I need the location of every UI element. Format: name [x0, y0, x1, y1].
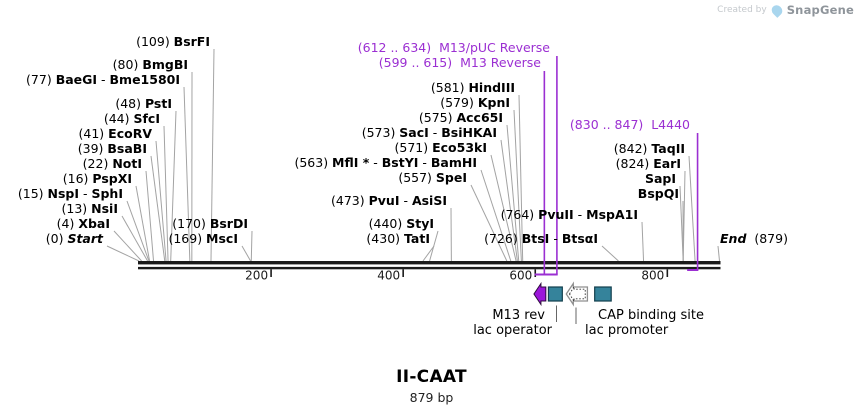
- feature-label-lac-operator[interactable]: lac operator: [473, 323, 552, 338]
- feature-lac-promoter[interactable]: [565, 281, 589, 307]
- enzyme-label-sfci[interactable]: (44) SfcI: [104, 111, 160, 126]
- enzyme-label-noti[interactable]: (22) NotI: [83, 156, 142, 171]
- enzyme-label-spei[interactable]: (557) SpeI: [398, 170, 467, 185]
- callout-line-noti: [145, 170, 155, 262]
- callout-line-taqii: [688, 155, 696, 262]
- enzyme-label-psti[interactable]: (48) PstI: [115, 96, 172, 111]
- enzyme-label-ecorv[interactable]: (41) EcoRV: [79, 126, 153, 141]
- tick-label-800: 800: [641, 269, 664, 283]
- enzyme-label-nsii[interactable]: (13) NsiI: [62, 201, 118, 216]
- callout-line-hindiii: [518, 94, 524, 262]
- credit: Created by SnapGene: [717, 2, 854, 18]
- title-block: II-CAAT 879 bp: [0, 367, 863, 405]
- callout-line-end: [717, 245, 720, 262]
- feature-m13-rev-primer[interactable]: [533, 281, 547, 307]
- primer-label-l4440[interactable]: (830 .. 847) L4440: [570, 117, 690, 132]
- enzyme-label-pvuii-mspa1i[interactable]: (764) PvuII - MspA1I: [501, 207, 638, 222]
- feature-inner-dash-lac-promoter: [568, 285, 586, 303]
- callout-line-acc65i: [506, 124, 520, 262]
- callout-line-psti: [170, 110, 177, 262]
- callout-line-btsi-btsai: [601, 245, 619, 262]
- enzyme-label-eco53ki[interactable]: (571) Eco53kI: [395, 140, 488, 155]
- enzyme-label-tati[interactable]: (430) TatI: [366, 231, 430, 246]
- credit-prefix-text: Created by: [717, 5, 767, 15]
- callout-line-xbai: [113, 230, 143, 262]
- enzyme-label-bmgbi[interactable]: (80) BmgBI: [113, 57, 188, 72]
- backbone-top-strand: [138, 261, 721, 265]
- feature-label-cap-binding-site[interactable]: CAP binding site: [598, 308, 704, 323]
- callout-line-msci: [241, 245, 252, 262]
- enzyme-label-styi[interactable]: (440) StyI: [369, 216, 434, 231]
- backbone-bottom-strand: [138, 266, 721, 270]
- sequence-title: II-CAAT: [396, 367, 467, 387]
- enzyme-label-msci[interactable]: (169) MscI: [168, 231, 238, 246]
- enzyme-label-xbai[interactable]: (4) XbaI: [57, 216, 110, 231]
- enzyme-label-bsabi[interactable]: (39) BsaBI: [78, 141, 147, 156]
- enzyme-label-hindiii[interactable]: (581) HindIII: [431, 80, 515, 95]
- callout-line-nsii: [121, 215, 149, 262]
- enzyme-label-bsrdi[interactable]: (170) BsrDI: [172, 216, 248, 231]
- callout-line-kpni: [513, 109, 522, 262]
- callout-line-eco53ki: [490, 154, 517, 262]
- enzyme-label-taqii[interactable]: (842) TaqII: [614, 141, 685, 156]
- callout-line-bsabi: [150, 155, 166, 262]
- credit-brand-text: SnapGene: [786, 3, 854, 17]
- callout-line-ecorv: [155, 140, 167, 262]
- primer-label-m13-puc-reverse[interactable]: (612 .. 634) M13/pUC Reverse: [358, 40, 551, 55]
- callout-line-bsrdi: [250, 230, 253, 262]
- callout-line-pspxi: [135, 185, 151, 262]
- tick-label-400: 400: [377, 269, 400, 283]
- callout-line-saci-bsihkai: [500, 139, 518, 262]
- feature-label-lac-promoter[interactable]: lac promoter: [585, 323, 669, 338]
- callout-line-sfci: [163, 125, 169, 262]
- enzyme-label-pvui-asisi[interactable]: (473) PvuI - AsiSI: [331, 193, 447, 208]
- feature-cap-binding-site[interactable]: [594, 286, 612, 302]
- enzyme-label-btsi-btsai[interactable]: (726) BtsI - BtsαI: [484, 231, 598, 246]
- tick-label-200: 200: [245, 269, 268, 283]
- callout-line-bsrfi: [210, 48, 215, 262]
- enzyme-label-start[interactable]: (0) Start: [46, 231, 104, 246]
- callout-line-tati: [422, 245, 435, 262]
- enzyme-label-kpni[interactable]: (579) KpnI: [440, 95, 510, 110]
- callout-line-nspi-sphi: [126, 200, 150, 262]
- enzyme-label-bsrfi[interactable]: (109) BsrFI: [136, 34, 210, 49]
- feature-lac-operator[interactable]: [547, 286, 563, 302]
- enzyme-label-bspqi[interactable]: BspQI: [638, 186, 679, 201]
- enzyme-label-end[interactable]: End (879): [720, 231, 788, 246]
- callout-line-mfli-bstyi-bamhi: [480, 169, 512, 262]
- enzyme-label-baegi-bme1580i[interactable]: (77) BaeGI - Bme1580I: [26, 72, 180, 87]
- feature-label-m13-rev[interactable]: M13 rev: [492, 308, 545, 323]
- callout-line-pvuii-mspa1i: [641, 221, 645, 262]
- sequence-length: 879 bp: [409, 390, 454, 405]
- primer-label-m13-reverse[interactable]: (599 .. 615) M13 Reverse: [379, 55, 542, 70]
- enzyme-label-nspi-sphi[interactable]: (15) NspI - SphI: [18, 186, 123, 201]
- tick-label-600: 600: [509, 269, 532, 283]
- enzyme-label-mfli-bstyi-bamhi[interactable]: (563) MflI * - BstYI - BamHI: [294, 155, 477, 170]
- enzyme-label-pspxi[interactable]: (16) PspXI: [63, 171, 132, 186]
- callout-line-spei: [470, 184, 508, 262]
- enzyme-label-acc65i[interactable]: (575) Acc65I: [419, 110, 503, 125]
- callout-line-start: [106, 245, 140, 262]
- enzyme-label-eari[interactable]: (824) EarI: [616, 156, 681, 171]
- enzyme-label-saci-bsihkai[interactable]: (573) SacI - BsiHKAI: [362, 125, 497, 140]
- callout-line-baegi-bme1580i: [183, 86, 191, 262]
- enzyme-label-sapi[interactable]: SapI: [645, 171, 676, 186]
